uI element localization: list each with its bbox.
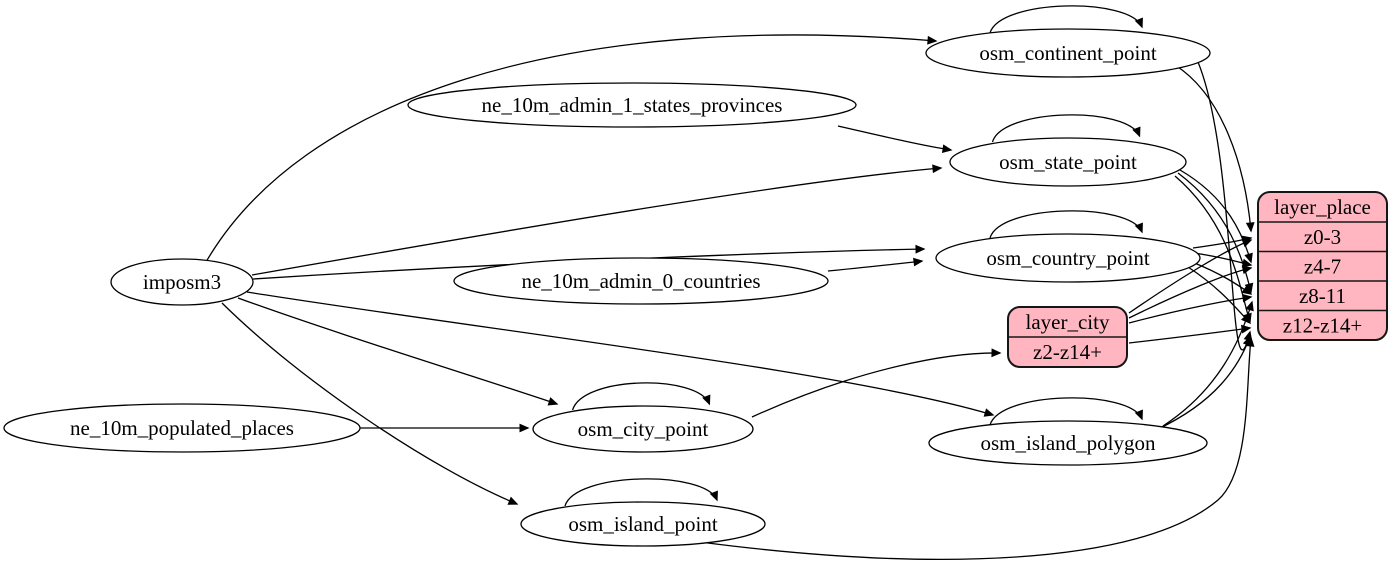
- node-osm_city_point: osm_city_point: [532, 405, 754, 453]
- self-loop-osm_island_point: [564, 478, 718, 507]
- self-loop-osm_city_point: [571, 382, 711, 411]
- edge-imposm3-osm_island_point: [221, 302, 519, 505]
- edge-osm_country_point-layer_place-z8-11: [1191, 261, 1253, 295]
- ne_10m_admin_1_states_provinces-shape: [407, 82, 857, 128]
- node-ne_10m_admin_0_countries: ne_10m_admin_0_countries: [453, 257, 829, 305]
- ne_10m_admin_1_states_provinces-label: ne_10m_admin_1_states_provinces: [482, 93, 783, 117]
- edge-osm_island_point-layer_place-z12-z14+: [699, 336, 1255, 560]
- osm_city_point-label: osm_city_point: [578, 417, 709, 441]
- ne_10m_populated_places-label: ne_10m_populated_places: [70, 416, 294, 440]
- edge-layer_city-layer_place-z4-7: [1128, 265, 1253, 319]
- osm_island_polygon-label: osm_island_polygon: [980, 431, 1156, 455]
- record-layer_city: layer_city z2-z14+: [1007, 306, 1128, 368]
- node-osm_country_point: osm_country_point: [935, 233, 1201, 283]
- imposm3-label: imposm3: [143, 270, 221, 294]
- node-osm_continent_point: osm_continent_point: [925, 28, 1211, 78]
- node-osm_island_point: osm_island_point: [520, 501, 766, 547]
- edge-osm_island_polygon-layer_place-z8-11: [1162, 300, 1254, 427]
- edge-layer_city-layer_place-z12-z14+: [1128, 324, 1252, 344]
- edge-osm_state_point-layer_place-z4-7: [1179, 169, 1253, 264]
- ne_10m_populated_places-shape: [3, 403, 361, 453]
- edge-osm_city_point-layer_city-z2-z14+: [751, 348, 1002, 418]
- node-osm_state_point: osm_state_point: [949, 137, 1187, 187]
- osm_state_point-shape: [949, 137, 1187, 187]
- self-loop-osm_island_polygon: [989, 397, 1143, 426]
- layer_city-row-z2-z14+: z2-z14+: [1033, 340, 1102, 364]
- self-loop-osm_continent_point: [989, 5, 1143, 34]
- osm_state_point-label: osm_state_point: [999, 150, 1137, 174]
- layer_place-shape: [1257, 191, 1388, 341]
- node-ne_10m_populated_places: ne_10m_populated_places: [3, 403, 361, 453]
- osm_island_point-shape: [520, 501, 766, 547]
- ne_10m_admin_0_countries-label: ne_10m_admin_0_countries: [521, 269, 760, 293]
- osm_city_point-shape: [532, 405, 754, 453]
- node-ne_10m_admin_1_states_provinces: ne_10m_admin_1_states_provinces: [407, 82, 857, 128]
- edge-imposm3-osm_state_point: [251, 164, 943, 276]
- edge-imposm3-osm_island_polygon: [246, 291, 995, 417]
- osm_country_point-label: osm_country_point: [986, 246, 1149, 270]
- edge-imposm3-osm_continent_point: [205, 34, 938, 263]
- edge-layer: [205, 5, 1255, 560]
- node-osm_island_polygon: osm_island_polygon: [928, 420, 1208, 466]
- osm_island_polygon-shape: [928, 420, 1208, 466]
- edge-osm_state_point-layer_place-z8-11: [1177, 172, 1254, 294]
- edge-osm_country_point-layer_place-z4-7: [1193, 252, 1253, 268]
- self-loop-osm_country_point: [989, 210, 1143, 239]
- self-loop-osm_state_point: [991, 114, 1141, 143]
- layer_city-title: layer_city: [1026, 310, 1110, 334]
- edge-imposm3-osm_city_point: [237, 297, 559, 406]
- edge-osm_country_point-layer_place-z0-3: [1192, 235, 1253, 249]
- layer_place-title: layer_place: [1274, 195, 1371, 219]
- layer_place-row-z12-z14+: z12-z14+: [1283, 313, 1362, 337]
- osm_country_point-shape: [935, 233, 1201, 283]
- osm_continent_point-label: osm_continent_point: [979, 41, 1156, 65]
- edge-osm_continent_point-layer_place-z0-3: [1174, 64, 1255, 233]
- edge-osm_continent_point-layer_place-z12-z14+: [1197, 61, 1253, 351]
- edge-ne_10m_admin_0_countries-osm_country_point: [827, 257, 924, 272]
- layer_place-row-z8-11: z8-11: [1299, 284, 1346, 308]
- imposm3-shape: [110, 258, 254, 306]
- ne_10m_admin_0_countries-shape: [453, 257, 829, 305]
- edge-osm_island_polygon-layer_place-z12-z14+: [1157, 335, 1252, 430]
- record-layer_place: layer_place z0-3 z4-7 z8-11 z12-z14+: [1257, 191, 1388, 341]
- edge-ne_10m_admin_1_states_provinces-osm_state_point: [837, 125, 953, 154]
- layer_place-row-z0-3: z0-3: [1304, 225, 1341, 249]
- edge-layer_city-layer_place-z0-3: [1128, 239, 1253, 314]
- node-imposm3: imposm3: [110, 258, 254, 306]
- edge-osm_country_point-layer_place-z12-z14+: [1187, 266, 1252, 325]
- osm_island_point-label: osm_island_point: [568, 512, 718, 536]
- osm_continent_point-shape: [925, 28, 1211, 78]
- layer_place-row-z4-7: z4-7: [1304, 254, 1341, 278]
- edge-layer_city-layer_place-z8-11: [1128, 293, 1253, 324]
